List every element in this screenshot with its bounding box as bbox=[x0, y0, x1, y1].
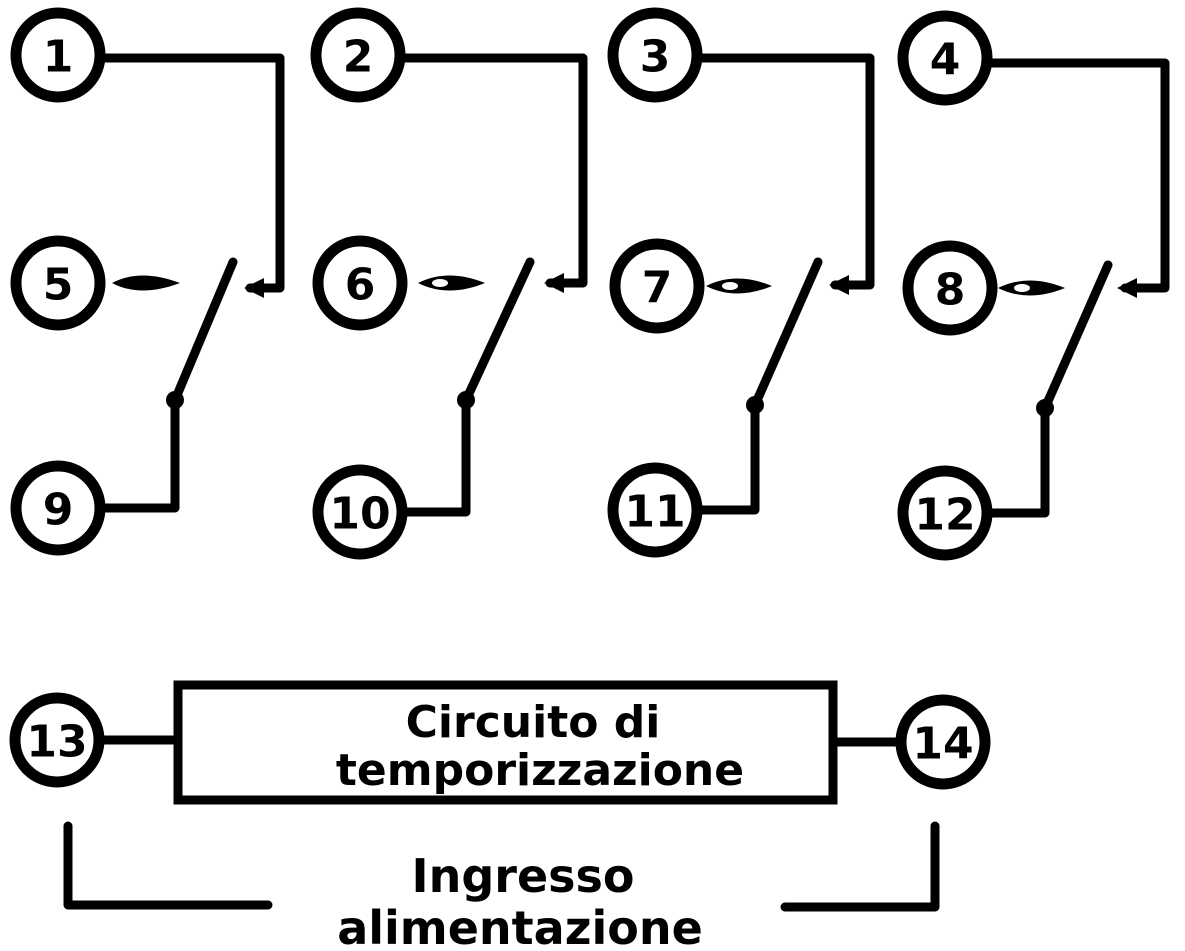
relay-group-3: 3 7 11 bbox=[607, 7, 875, 558]
input-label-line1: Ingresso bbox=[411, 849, 634, 903]
contact-nc-2-hole bbox=[432, 279, 448, 287]
terminal-12-label: 12 bbox=[914, 490, 975, 541]
wire-common-3 bbox=[695, 53, 875, 290]
terminal-3-label: 3 bbox=[640, 32, 671, 83]
terminal-8-label: 8 bbox=[935, 265, 966, 316]
terminal-6 bbox=[312, 235, 408, 331]
terminal-4 bbox=[897, 10, 993, 106]
terminal-9-label: 9 bbox=[43, 485, 74, 536]
terminal-1 bbox=[10, 7, 106, 103]
relay-group-1: 1 5 9 bbox=[10, 7, 285, 556]
wire-common-1 bbox=[98, 53, 285, 293]
terminal-2-label: 2 bbox=[343, 32, 374, 83]
power-section: Circuito di temporizzazione 13 14 Ingres… bbox=[9, 680, 991, 951]
wire-common-4 bbox=[985, 58, 1170, 293]
input-label-line2: alimentazione bbox=[337, 901, 703, 951]
terminal-9 bbox=[10, 460, 106, 556]
relay-group-2: 2 6 10 bbox=[310, 7, 588, 560]
terminal-5 bbox=[10, 235, 106, 331]
wire-no-1 bbox=[98, 395, 180, 513]
terminal-2 bbox=[310, 7, 406, 103]
contact-nc-3 bbox=[706, 278, 772, 294]
terminal-1-label: 1 bbox=[43, 32, 74, 83]
arrow-common-4 bbox=[1117, 278, 1137, 298]
terminal-13-label: 13 bbox=[26, 717, 87, 768]
wire-no-3 bbox=[695, 400, 760, 515]
contact-nc-3-hole bbox=[722, 282, 738, 290]
timing-circuit-box bbox=[173, 680, 838, 805]
contact-nc-4-hole bbox=[1014, 284, 1030, 292]
switch-arm-3 bbox=[750, 257, 823, 410]
wire-no-4 bbox=[985, 403, 1050, 518]
terminal-11 bbox=[607, 462, 703, 558]
terminal-7 bbox=[609, 238, 705, 334]
timing-circuit-label-line1: Circuito di bbox=[406, 697, 661, 748]
arrow-common-3 bbox=[829, 275, 849, 295]
switch-arm-4 bbox=[1040, 260, 1113, 413]
timing-circuit-label-line2: temporizzazione bbox=[336, 745, 744, 796]
terminal-10-label: 10 bbox=[329, 489, 390, 540]
arrow-common-2 bbox=[544, 273, 564, 293]
switch-arm-1 bbox=[170, 257, 238, 405]
input-bracket-right bbox=[780, 821, 940, 912]
terminal-12 bbox=[897, 465, 993, 561]
terminal-14 bbox=[895, 694, 991, 790]
wire-common-2 bbox=[398, 53, 588, 288]
terminal-13 bbox=[9, 692, 105, 788]
terminal-5-label: 5 bbox=[43, 260, 74, 311]
terminal-7-label: 7 bbox=[642, 263, 673, 314]
terminal-3 bbox=[607, 7, 703, 103]
contact-nc-1 bbox=[112, 275, 180, 291]
input-bracket-left bbox=[63, 821, 273, 910]
arrow-common-1 bbox=[244, 278, 264, 298]
contact-nc-2 bbox=[418, 275, 485, 291]
terminal-6-label: 6 bbox=[345, 260, 376, 311]
relay-group-4: 4 8 12 bbox=[897, 10, 1170, 561]
terminal-4-label: 4 bbox=[930, 35, 961, 86]
terminal-14-label: 14 bbox=[912, 719, 973, 770]
wire-no-2 bbox=[400, 395, 471, 517]
terminal-8 bbox=[902, 240, 998, 336]
terminal-10 bbox=[312, 464, 408, 560]
switch-arm-2 bbox=[461, 257, 535, 405]
contact-nc-4 bbox=[998, 280, 1065, 296]
terminal-11-label: 11 bbox=[624, 487, 685, 538]
